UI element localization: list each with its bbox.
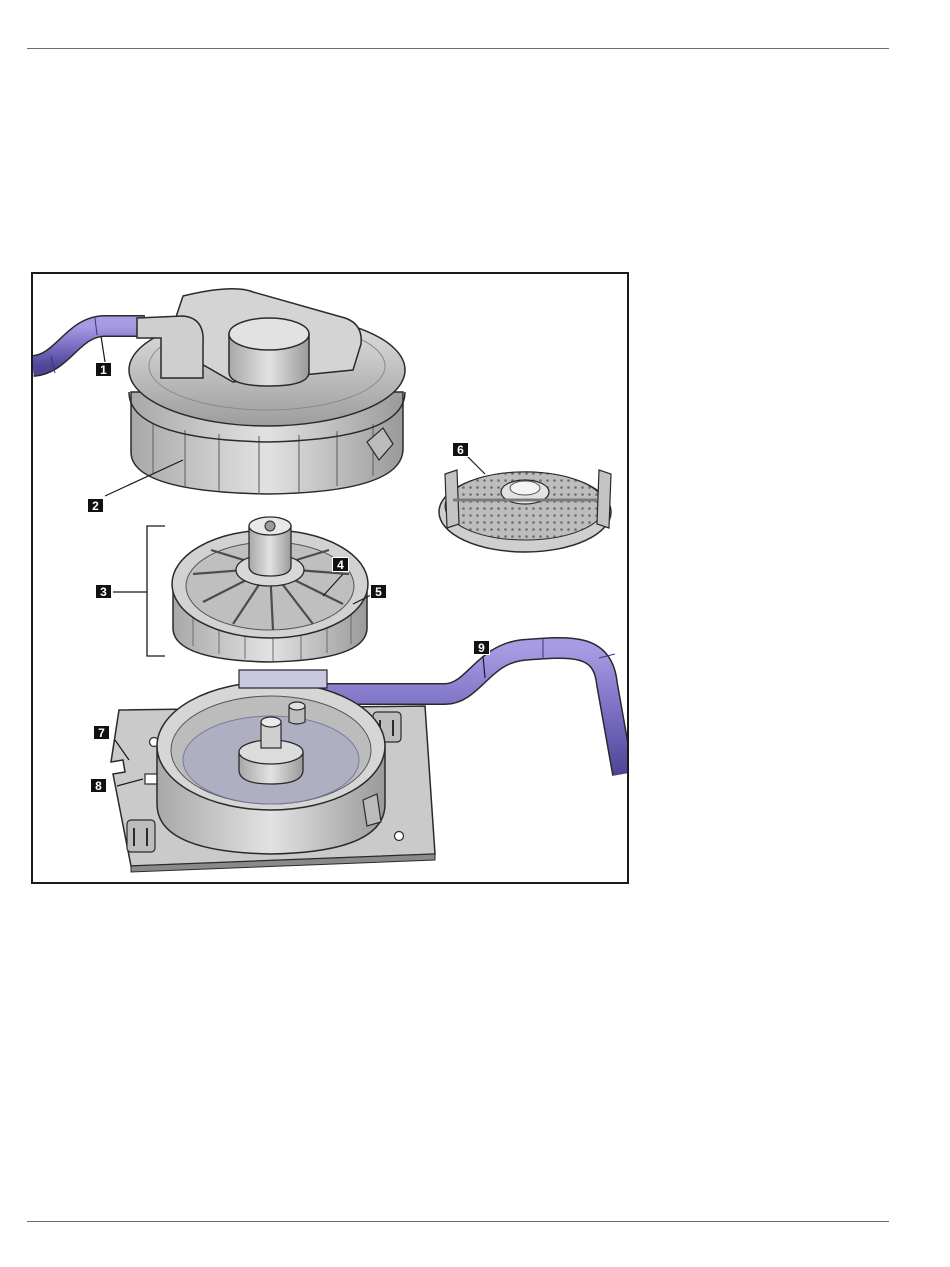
callout-7: 7	[93, 725, 110, 740]
lid-2	[129, 289, 405, 494]
assembly-illustration	[33, 274, 627, 882]
strainer-6	[439, 470, 611, 552]
callout-4: 4	[332, 557, 349, 572]
callout-8: 8	[90, 778, 107, 793]
callout-5: 5	[370, 584, 387, 599]
exploded-assembly-figure: 1 2 3 4 5 6 7 8 9	[31, 272, 629, 884]
footer-rule	[27, 1221, 889, 1222]
callout-6: 6	[452, 442, 469, 457]
header-rule	[27, 48, 889, 49]
callout-3-bracket	[147, 526, 165, 656]
callout-1: 1	[95, 362, 112, 377]
callout-2: 2	[87, 498, 104, 513]
tube-1	[33, 318, 145, 373]
impeller-3	[172, 517, 368, 662]
callout-9: 9	[473, 640, 490, 655]
callout-3: 3	[95, 584, 112, 599]
